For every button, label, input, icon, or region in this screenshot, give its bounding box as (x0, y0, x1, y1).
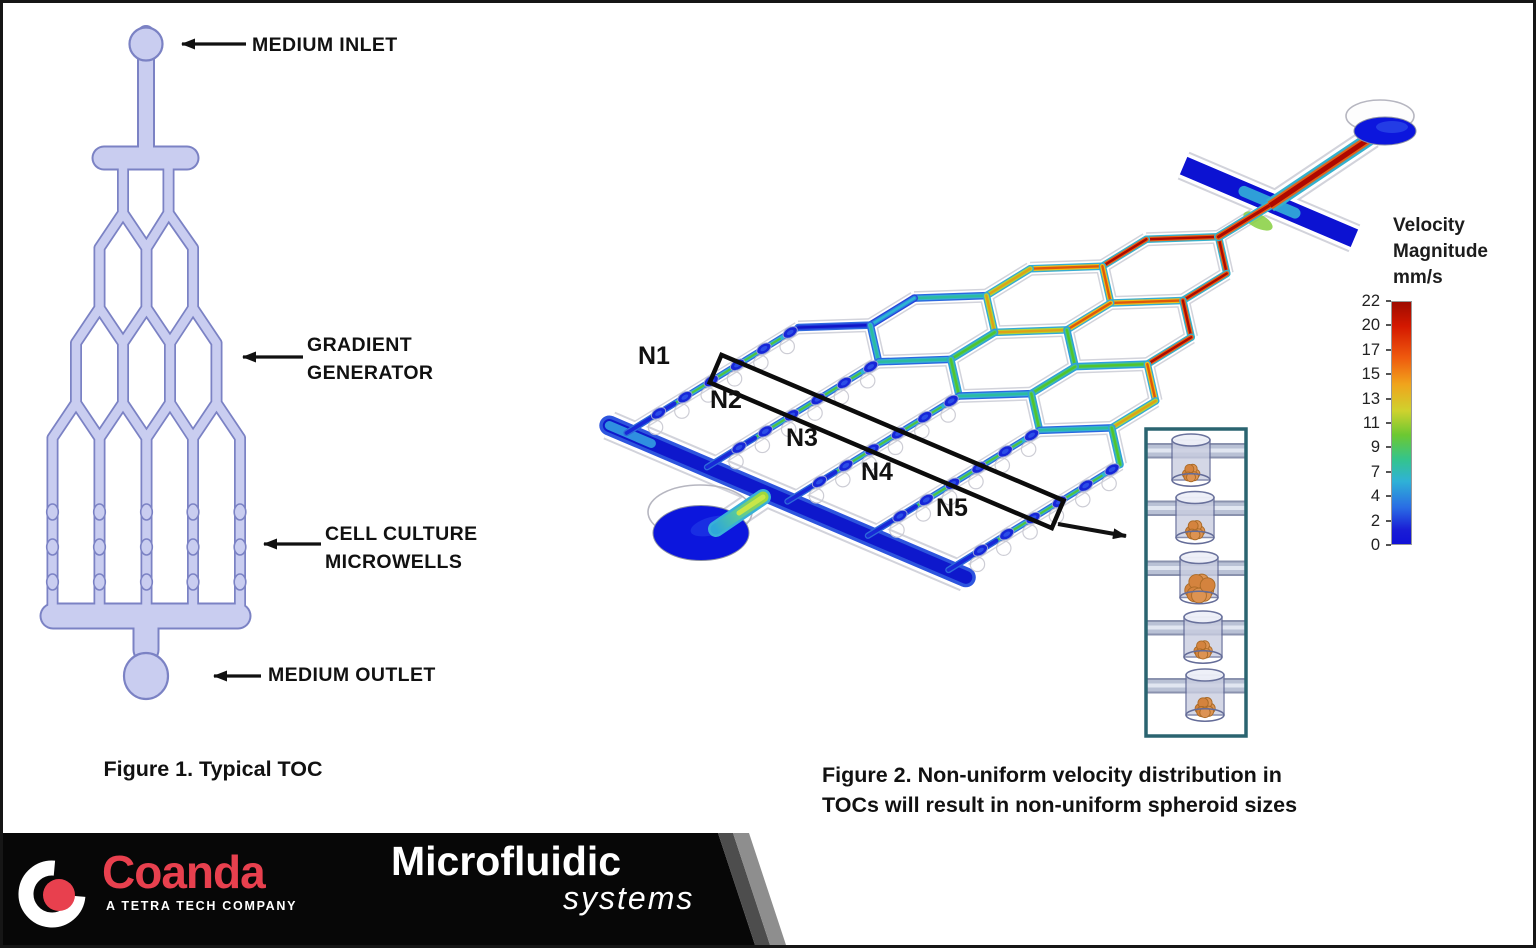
row-label-n1: N1 (638, 342, 670, 370)
colorbar-tick-label: 17 (1361, 340, 1380, 359)
fig1-microwell-beads (45, 503, 247, 591)
colorbar-tick-mark (1386, 470, 1391, 473)
row-label-n2: N2 (710, 386, 742, 414)
colorbar-tick-label: 11 (1362, 414, 1380, 432)
row-label-n5: N5 (936, 494, 968, 522)
footer-product-line2: systems (563, 880, 695, 916)
coanda-logo-icon (18, 860, 86, 928)
footer-brand-name: Coanda (102, 846, 266, 898)
colorbar-tick-label: 4 (1370, 487, 1380, 506)
legend-title: Velocity Magnitude mm/s (1393, 215, 1488, 288)
colorbar-tick-mark (1386, 446, 1391, 449)
row-label-n4: N4 (861, 458, 893, 486)
colorbar-tick-mark (1386, 397, 1391, 400)
medium-outlet-port (122, 651, 170, 701)
inset-border (1144, 427, 1248, 738)
inset-microwell-cells (1147, 433, 1245, 722)
colorbar-tick-label: 2 (1370, 511, 1380, 530)
footer-tagline: A TETRA TECH COMPANY (106, 899, 298, 913)
colorbar-tick-mark (1386, 324, 1391, 327)
cross-section-highlight-box (706, 351, 1067, 532)
medium-inlet-port (128, 26, 164, 62)
colorbar-tick-mark (1386, 544, 1391, 546)
fig1-channel-layer (41, 27, 250, 662)
fig2-cfd-simulation (599, 99, 1417, 592)
colorbar-tick-mark (1386, 422, 1391, 424)
colorbar-tick-label: 15 (1361, 365, 1380, 384)
footer-black-band (0, 833, 756, 948)
colorbar-tick-mark (1386, 300, 1391, 302)
colorbar-tick-mark (1386, 373, 1391, 376)
footer-product-line1: Microfluidic (391, 838, 622, 884)
label-cell-culture-microwells: CELL CULTURE MICROWELLS (325, 523, 478, 573)
fig1-arrows (181, 38, 321, 682)
label-medium-outlet: MEDIUM OUTLET (268, 664, 436, 686)
label-gradient-generator: GRADIENT GENERATOR (307, 334, 434, 384)
fig1-caption: Figure 1. Typical TOC (103, 757, 323, 781)
colorbar-tick-mark (1386, 519, 1391, 522)
fig2-inset (1144, 427, 1248, 738)
colorbar-tick-label: 7 (1370, 462, 1380, 481)
footer: Coanda A TETRA TECH COMPANY Microfluidic… (0, 833, 1536, 948)
colorbar-tick-label: 22 (1361, 292, 1380, 310)
fig1-schematic (39, 25, 321, 701)
row-label-n3: N3 (786, 424, 818, 452)
colorbar-tick-mark (1386, 495, 1391, 498)
arrow-to-inset (1057, 522, 1127, 540)
colorbar-tick-label: 9 (1370, 438, 1380, 457)
colorbar-tick-label: 20 (1361, 316, 1380, 335)
colorbar-tick-label: 13 (1361, 389, 1380, 408)
label-medium-inlet: MEDIUM INLET (252, 34, 398, 56)
velocity-colorbar (1391, 301, 1412, 545)
colorbar-tick-label: 0 (1370, 536, 1380, 554)
colorbar-tick-mark (1386, 348, 1391, 351)
fig2-caption: Figure 2. Non-uniform velocity distribut… (822, 763, 1298, 817)
